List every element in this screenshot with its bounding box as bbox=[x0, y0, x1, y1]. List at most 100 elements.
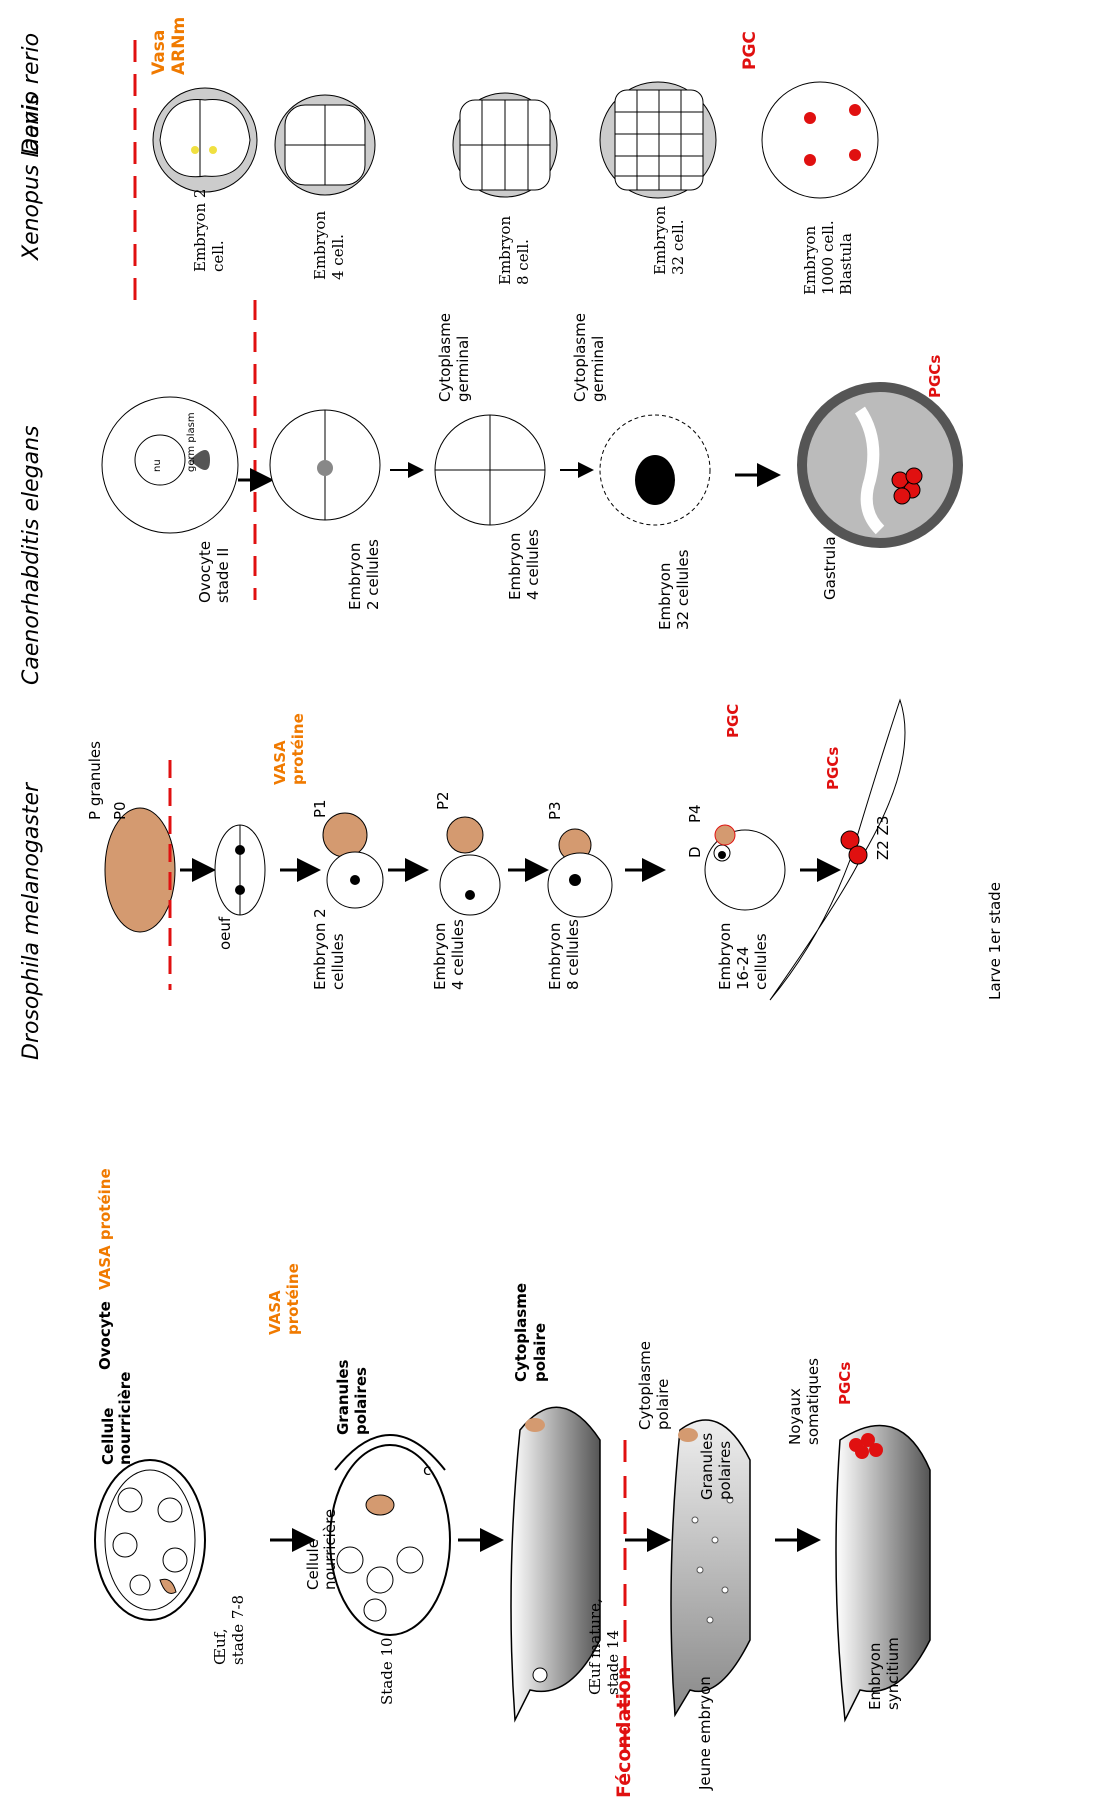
celegans-4cell-labels: P2 Embryon 4 cellules bbox=[431, 791, 467, 990]
svg-text:Œuf mature,: Œuf mature, bbox=[586, 1598, 604, 1695]
svg-text:polaires: polaires bbox=[352, 1367, 370, 1435]
celegans-8cell-labels: P3 Embryon 8 cellules bbox=[546, 801, 582, 990]
danio-labels-vasa: Vasa ARNm bbox=[149, 17, 189, 75]
danio-1000cell bbox=[761, 81, 879, 199]
svg-text:32 cellules: 32 cellules bbox=[674, 549, 692, 630]
xenopus-oocyte bbox=[101, 396, 239, 534]
drosophila-stage5-egg bbox=[835, 1424, 931, 1723]
svg-text:Cytoplasme: Cytoplasme bbox=[571, 313, 589, 402]
svg-text:germinal: germinal bbox=[454, 336, 472, 402]
svg-text:polaires: polaires bbox=[716, 1441, 734, 1500]
svg-text:Jeune embryon: Jeune embryon bbox=[696, 1676, 714, 1791]
svg-text:syncitium: syncitium bbox=[884, 1637, 902, 1710]
svg-text:PGCs: PGCs bbox=[824, 747, 842, 790]
xenopus-2cell-labels: Embryon 2 cellules bbox=[346, 539, 382, 610]
xenopus-gastrula bbox=[797, 382, 963, 548]
svg-text:Embryon: Embryon bbox=[546, 923, 564, 990]
xenopus-32cell bbox=[599, 414, 711, 526]
drosophila-stage2-egg bbox=[329, 1434, 451, 1636]
svg-text:4 cellules: 4 cellules bbox=[449, 919, 467, 990]
svg-text:nu: nu bbox=[152, 459, 163, 472]
svg-text:Cytoplasme: Cytoplasme bbox=[436, 313, 454, 402]
svg-text:germ plasm: germ plasm bbox=[186, 412, 197, 472]
svg-text:VASA: VASA bbox=[266, 1290, 284, 1335]
svg-text:Embryon: Embryon bbox=[506, 533, 524, 600]
species-header-caenorhabditis: Caenorhabditis elegans bbox=[19, 425, 44, 685]
drosophila-stage4-egg bbox=[670, 1419, 751, 1718]
svg-text:cell.: cell. bbox=[209, 240, 227, 272]
svg-text:PGCs: PGCs bbox=[926, 355, 944, 398]
svg-text:ARNm: ARNm bbox=[169, 17, 189, 75]
svg-text:cellules: cellules bbox=[329, 933, 347, 990]
celegans-larva-labels: PGCs Z2 Z3 Larve 1er stade bbox=[824, 747, 1004, 1000]
svg-text:Vasa: Vasa bbox=[149, 30, 169, 75]
svg-text:Embryon 2: Embryon 2 bbox=[311, 908, 329, 990]
danio-1000cell-labels: PGC Embryon 1000 cell. Blastula bbox=[740, 31, 855, 295]
svg-text:Embryon: Embryon bbox=[496, 216, 514, 285]
svg-text:Fécondation: Fécondation bbox=[613, 1666, 635, 1798]
svg-text:Embryon: Embryon bbox=[866, 1643, 884, 1710]
celegans-16cell-labels: PGC D P4 Embryon 16-24 cellules bbox=[686, 704, 770, 990]
celegans-oeuf bbox=[104, 807, 176, 933]
species-header-xenopus: Xenopus laevis bbox=[19, 94, 44, 261]
xenopus-32cell-labels: Cytoplasme germinal Embryon 32 cellules bbox=[571, 313, 692, 630]
xenopus-4cell-labels: Cytoplasme germinal Embryon 4 cellules bbox=[436, 313, 542, 600]
svg-text:Œuf,: Œuf, bbox=[211, 1628, 229, 1665]
svg-text:4 cell.: 4 cell. bbox=[329, 234, 347, 280]
svg-text:Embryon 2: Embryon 2 bbox=[191, 189, 209, 272]
danio-8cell-labels: Embryon 8 cell. bbox=[496, 216, 532, 285]
celegans-8cell bbox=[547, 828, 613, 918]
svg-text:germinal: germinal bbox=[589, 336, 607, 402]
svg-text:Caenorhabditis elegans: Caenorhabditis elegans bbox=[19, 425, 44, 685]
svg-text:Ovocyte: Ovocyte bbox=[196, 541, 214, 603]
species-header-drosophila: Drosophila melanogaster bbox=[19, 781, 44, 1060]
svg-text:Cytoplasme: Cytoplasme bbox=[636, 1341, 654, 1430]
svg-text:Gastrula: Gastrula bbox=[821, 536, 839, 600]
celegans-oeuf-labels: P granules P0 oeuf bbox=[86, 741, 234, 950]
svg-text:Embryon: Embryon bbox=[656, 563, 674, 630]
svg-text:P0: P0 bbox=[111, 801, 129, 820]
xenopus-gastrula-labels: Gastrula PGCs bbox=[821, 355, 944, 600]
svg-text:2 cellules: 2 cellules bbox=[364, 539, 382, 610]
svg-text:Embryon: Embryon bbox=[801, 226, 819, 295]
svg-text:8 cellules: 8 cellules bbox=[564, 919, 582, 990]
xenopus-2cell bbox=[269, 409, 381, 521]
drosophila-stage4-labels: Cytoplasme polaire Granules polaires Jeu… bbox=[636, 1341, 734, 1791]
svg-text:Noyaux: Noyaux bbox=[786, 1388, 804, 1445]
svg-text:Embryon: Embryon bbox=[651, 206, 669, 275]
svg-text:PGC: PGC bbox=[740, 31, 760, 70]
svg-text:stade 7-8: stade 7-8 bbox=[229, 1595, 247, 1665]
svg-text:VASA protéine: VASA protéine bbox=[96, 1168, 114, 1290]
drosophila-stage2-labels: VASA protéine Granules polaires Cellule … bbox=[266, 1263, 431, 1705]
svg-text:Z2 Z3: Z2 Z3 bbox=[874, 816, 892, 860]
svg-text:PGCs: PGCs bbox=[836, 1362, 854, 1405]
svg-text:Embryon: Embryon bbox=[311, 211, 329, 280]
svg-text:stade II: stade II bbox=[214, 548, 232, 603]
celegans-larva bbox=[769, 698, 906, 1001]
svg-text:nourricière: nourricière bbox=[321, 1509, 339, 1590]
svg-text:D: D bbox=[686, 846, 704, 858]
svg-text:protéine: protéine bbox=[289, 713, 307, 785]
svg-text:P granules: P granules bbox=[86, 741, 104, 820]
svg-text:polaire: polaire bbox=[531, 1323, 549, 1382]
xenopus-4cell bbox=[434, 414, 546, 526]
svg-text:Xenopus laevis: Xenopus laevis bbox=[19, 94, 44, 261]
species-header-danio: Danio rerio bbox=[19, 33, 44, 155]
celegans-2cell-labels: VASA protéine P1 Embryon 2 cellules bbox=[271, 713, 347, 990]
danio-4cell-labels: Embryon 4 cell. bbox=[311, 211, 347, 280]
danio-4cell bbox=[274, 94, 376, 196]
celegans-1cell bbox=[214, 824, 266, 916]
svg-text:P3: P3 bbox=[546, 801, 564, 820]
celegans-2cell bbox=[322, 812, 384, 909]
svg-text:Cellule: Cellule bbox=[304, 1539, 322, 1590]
danio-2cell bbox=[152, 87, 258, 193]
svg-text:cellules: cellules bbox=[752, 933, 770, 990]
danio-32cell-labels: Embryon 32 cell. bbox=[651, 206, 687, 275]
svg-text:Blastula: Blastula bbox=[837, 233, 855, 295]
danio-2cell-labels: Embryon 2 cell. bbox=[191, 189, 227, 272]
svg-text:Embryon: Embryon bbox=[346, 543, 364, 610]
svg-text:Ovocyte: Ovocyte bbox=[96, 1301, 114, 1370]
svg-text:PGC: PGC bbox=[724, 704, 742, 738]
svg-text:stade 14: stade 14 bbox=[604, 1630, 622, 1695]
svg-text:Granules: Granules bbox=[698, 1433, 716, 1500]
